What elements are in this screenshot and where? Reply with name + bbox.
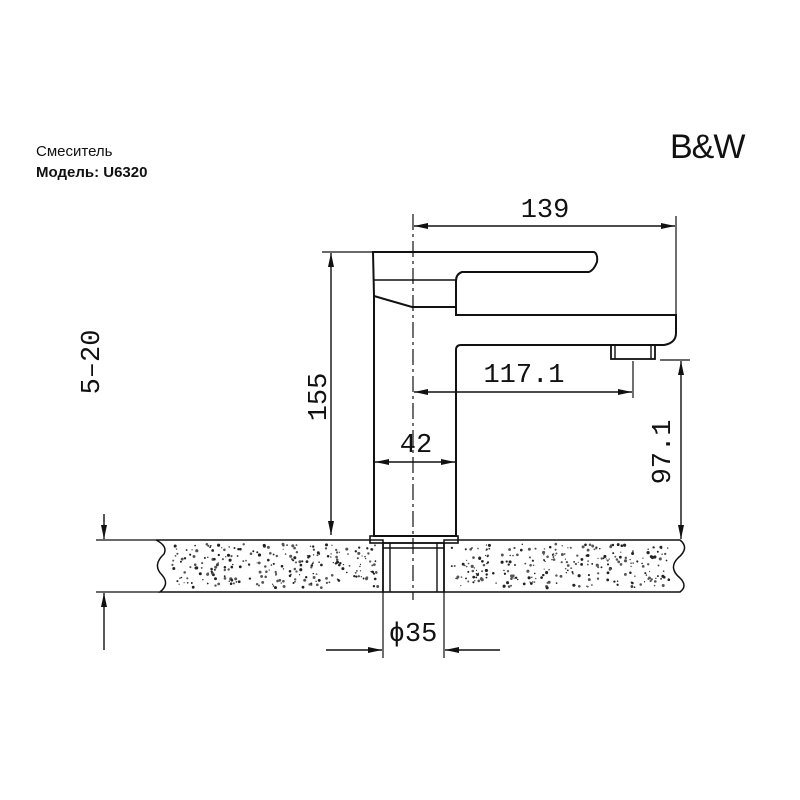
hole-diameter-text: ϕ35: [389, 620, 438, 650]
countertop-thickness-text: 5–20: [78, 330, 108, 395]
spout-reach-text: 117.1: [483, 361, 564, 391]
dimension-height-total: 155: [305, 251, 372, 535]
model-label: Модель: U6320: [36, 164, 147, 181]
countertop: [155, 539, 686, 593]
brand-logo: B&W: [670, 128, 745, 166]
width-total-text: 139: [521, 196, 570, 226]
granite-speckles: [171, 542, 671, 590]
dimension-spout-reach: 117.1: [414, 361, 634, 398]
faucet-body: [371, 251, 677, 537]
dimension-hole-diameter: ϕ35: [326, 592, 500, 658]
mounting-shank: [369, 535, 459, 593]
spout-height-text: 97.1: [649, 420, 679, 485]
dimension-width-total: 139: [414, 196, 677, 314]
product-type-label: Смеситель: [36, 143, 113, 160]
body-width-text: 42: [400, 431, 432, 461]
height-total-text: 155: [305, 373, 335, 422]
dimension-body-width: 42: [375, 431, 455, 465]
dimension-spout-height: 97.1: [649, 359, 690, 539]
dimension-countertop-thickness: 5–20: [78, 330, 160, 650]
